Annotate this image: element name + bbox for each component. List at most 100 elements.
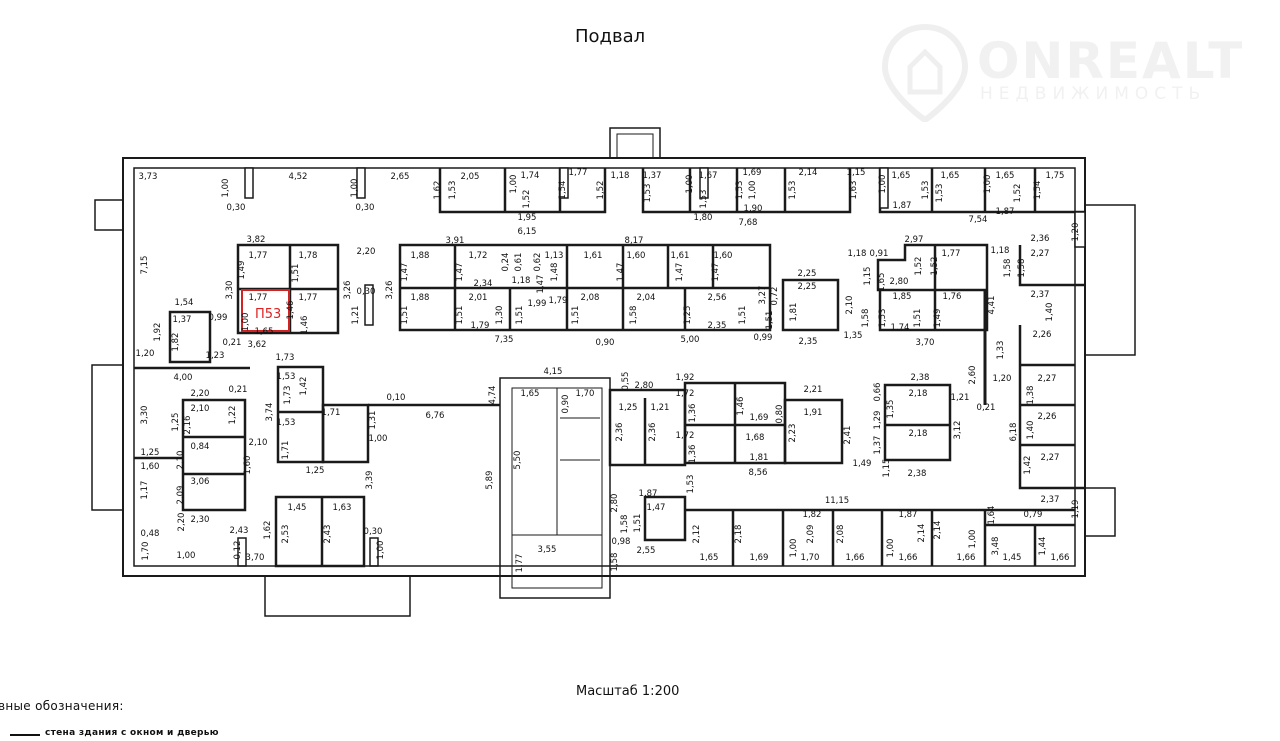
outer-wall-outer: [122, 157, 1086, 577]
dimension-label: 1,00: [886, 539, 896, 558]
dimension-label: 7,15: [140, 256, 150, 275]
dimension-label: 1,45: [1003, 553, 1022, 563]
dimension-label: 2,27: [1041, 453, 1060, 463]
dimension-label: 1,25: [171, 413, 181, 432]
dimension-label: 0,55: [621, 372, 631, 391]
dimension-label: 1,20: [136, 349, 155, 359]
dimension-label: 1,46: [300, 316, 310, 335]
dimension-label: 1,49: [853, 459, 872, 469]
dimension-label: 1,53: [643, 184, 653, 203]
dimension-label: 6,15: [518, 227, 537, 237]
dimension-label: 2,43: [323, 525, 333, 544]
dimension-label: 1,40: [1026, 421, 1036, 440]
dimension-label: 1,58: [610, 553, 620, 572]
dimension-label: 1,36: [688, 445, 698, 464]
dimension-label: 5,89: [485, 471, 495, 490]
dimension-label: 1,87: [996, 207, 1015, 217]
dimension-label: 2,10: [191, 404, 210, 414]
lower-left-walls: [134, 365, 500, 568]
dimension-label: 0,21: [977, 403, 996, 413]
dimension-label: 1,66: [846, 553, 865, 563]
dimension-label: 1,40: [1045, 303, 1055, 322]
dimension-label: 2,26: [1033, 330, 1052, 340]
dimension-label: 2,36: [615, 423, 625, 442]
dimension-label: 1,61: [584, 251, 603, 261]
dimension-label: 1,77: [249, 251, 268, 261]
dimension-label: 1,51: [633, 514, 643, 533]
highlighted-room-label[interactable]: П53: [255, 307, 281, 322]
dimension-label: 1,99: [528, 299, 547, 309]
center-block-walls: [398, 243, 840, 332]
dimension-label: 1,90: [744, 204, 763, 214]
dimension-label: 1,51: [455, 306, 465, 325]
dimension-label: 1,73: [283, 386, 293, 405]
dimension-label: 1,51: [913, 309, 923, 328]
floor-title: Подвал: [575, 26, 646, 47]
dimension-label: 1,42: [299, 377, 309, 396]
dimension-label: 1,72: [676, 389, 695, 399]
dimension-label: 1,66: [899, 553, 918, 563]
dimension-label: 1,45: [288, 503, 307, 513]
dimension-label: 1,60: [243, 456, 253, 475]
dimension-label: 4,15: [544, 367, 563, 377]
dimension-label: 2,27: [1031, 249, 1050, 259]
dimension-label: 2,08: [836, 525, 846, 544]
dimension-label: 1,47: [400, 263, 410, 282]
dimension-label: 0,10: [387, 393, 406, 403]
dimension-label: 1,25: [683, 306, 693, 325]
dimension-label: 1,37: [173, 315, 192, 325]
dimension-label: 2,80: [890, 277, 909, 287]
dimension-label: 1,47: [675, 263, 685, 282]
dimension-label: 1,63: [333, 503, 352, 513]
dimension-label: 1,87: [899, 510, 918, 520]
dimension-label: 2,27: [1038, 374, 1057, 384]
dimension-label: 1,77: [569, 168, 588, 178]
dimension-label: 1,00: [177, 551, 196, 561]
dimension-label: 2,23: [788, 424, 798, 443]
dimension-label: 1,65: [255, 327, 274, 337]
dimension-label: 0,30: [227, 203, 246, 213]
dimension-label: 2,55: [637, 546, 656, 556]
dimension-label: 0,79: [1024, 510, 1043, 520]
dimension-label: 1,33: [996, 341, 1006, 360]
dimension-label: 1,46: [736, 397, 746, 416]
dimension-label: 2,26: [1038, 412, 1057, 422]
dimension-label: 2,80: [635, 381, 654, 391]
dimension-label: 1,79: [549, 296, 568, 306]
dimension-label: 2,10: [249, 438, 268, 448]
dimension-label: 1,65: [941, 171, 960, 181]
dimension-label: 0,48: [141, 529, 160, 539]
dimension-label: 2,38: [911, 373, 930, 383]
dimension-label: 11,15: [825, 496, 849, 506]
dimension-label: 1,58: [629, 306, 639, 325]
dimension-label: 3,62: [248, 340, 267, 350]
dimension-label: 1,78: [299, 251, 318, 261]
dimension-label: 1,20: [993, 374, 1012, 384]
dimension-label: 2,80: [610, 494, 620, 513]
dimension-label: 2,20: [191, 389, 210, 399]
dimension-label: 1,17: [140, 481, 150, 500]
left-porch: [94, 199, 124, 231]
dimension-label: 1,75: [1046, 171, 1065, 181]
dimension-label: 3,26: [385, 281, 395, 300]
dimension-label: 2,43: [230, 526, 249, 536]
dimension-label: 1,52: [914, 257, 924, 276]
dimension-label: 2,10: [845, 296, 855, 315]
dimension-label: 1,51: [765, 311, 775, 330]
dimension-label: 1,65: [877, 273, 887, 292]
dimension-label: 4,41: [987, 296, 997, 315]
dimension-label: 1,51: [291, 264, 301, 283]
dimension-label: 1,80: [694, 213, 713, 223]
dimension-label: 2,34: [474, 279, 493, 289]
dimension-label: 1,53: [935, 184, 945, 203]
dimension-label: 3,48: [991, 537, 1001, 556]
dimension-label: 1,18: [848, 249, 867, 259]
dimension-label: 1,31: [368, 411, 378, 430]
left-stair: [91, 364, 124, 511]
dimension-label: 1,68: [746, 433, 765, 443]
dimension-label: 1,49: [933, 309, 943, 328]
dimension-label: 1,74: [891, 323, 910, 333]
dimension-label: 2,53: [281, 525, 291, 544]
dimension-label: 1,52: [522, 190, 532, 209]
dimension-label: 3,82: [247, 235, 266, 245]
